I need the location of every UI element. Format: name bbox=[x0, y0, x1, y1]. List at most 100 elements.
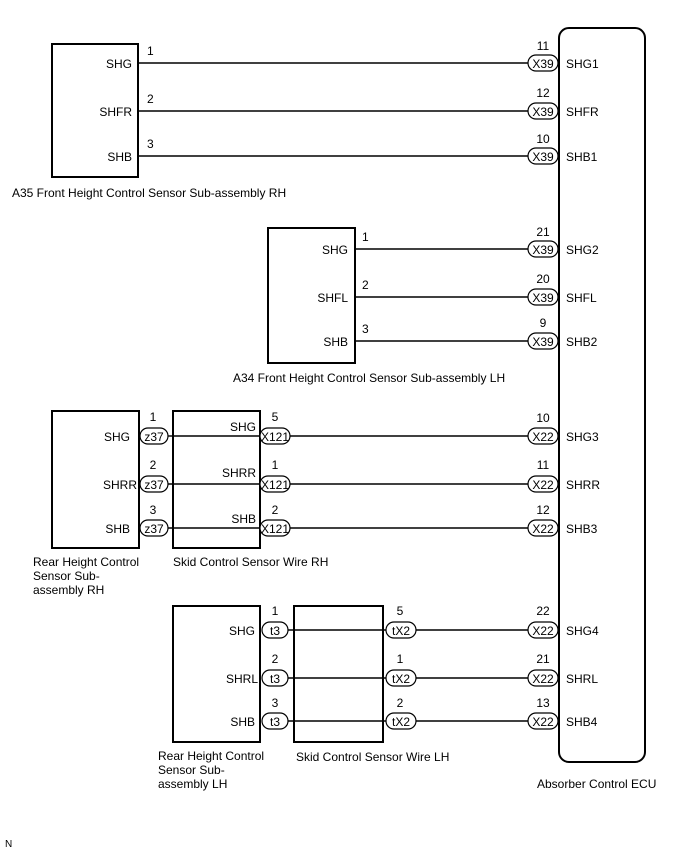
skid-lh-label: Skid Control Sensor Wire LH bbox=[296, 750, 449, 764]
sensor-pin: SHRR bbox=[103, 478, 137, 492]
rear-lh-label-line1: Rear Height Control bbox=[158, 749, 264, 763]
connector-t3 bbox=[261, 621, 289, 639]
connector-x121 bbox=[259, 475, 291, 493]
connector-x22 bbox=[527, 669, 559, 687]
connector-x121 bbox=[259, 427, 291, 445]
ecu-pin-no: 11 bbox=[537, 458, 550, 472]
wire-pin-no: 5 bbox=[272, 410, 279, 424]
connector-tx2 bbox=[385, 669, 417, 687]
ecu-connector-code: X22 bbox=[532, 430, 554, 444]
rear-rh-label-line1: Rear Height Control bbox=[33, 555, 139, 569]
sensor-pin-no: 1 bbox=[147, 44, 154, 58]
sensor-pin: SHB bbox=[230, 715, 255, 729]
ecu-pin: SHFR bbox=[566, 105, 599, 119]
connector-x39 bbox=[527, 102, 559, 120]
ecu-pin: SHB1 bbox=[566, 150, 598, 164]
ecu-connector-code: X22 bbox=[532, 624, 554, 638]
wire-pin-no: 1 bbox=[397, 652, 404, 666]
ecu-pin-no: 20 bbox=[536, 272, 550, 286]
wire-connector-code: X121 bbox=[261, 522, 289, 536]
rear-lh-label-line2: Sensor Sub- bbox=[158, 763, 225, 777]
ecu-label: Absorber Control ECU bbox=[537, 777, 656, 791]
a35-label: A35 Front Height Control Sensor Sub-asse… bbox=[12, 186, 286, 200]
ecu-connector-code: X39 bbox=[532, 243, 554, 257]
footer-mark: N bbox=[5, 839, 12, 850]
sensor-pin: SHB bbox=[105, 522, 130, 536]
connector-x39 bbox=[527, 288, 559, 306]
ecu-pin-no: 12 bbox=[536, 86, 550, 100]
sensor-pin-no: 3 bbox=[147, 137, 154, 151]
a35-sensor-box bbox=[51, 43, 139, 178]
ecu-pin: SHG2 bbox=[566, 243, 599, 257]
connector-z37 bbox=[139, 519, 169, 537]
connector-x22 bbox=[527, 427, 559, 445]
skid-rh-label: Skid Control Sensor Wire RH bbox=[173, 555, 328, 569]
ecu-pin: SHB3 bbox=[566, 522, 598, 536]
connector-z37 bbox=[139, 427, 169, 445]
sensor-pin: SHG bbox=[104, 430, 130, 444]
sensor-pin: SHRL bbox=[226, 672, 258, 686]
wire-pin-no: 2 bbox=[272, 503, 279, 517]
wire-pin: SHRR bbox=[222, 466, 256, 480]
ecu-pin: SHFL bbox=[566, 291, 597, 305]
wire-connector-code: tX2 bbox=[392, 624, 410, 638]
wire-pin-no: 1 bbox=[272, 458, 279, 472]
sensor-pin: SHG bbox=[106, 57, 132, 71]
sensor-pin: SHG bbox=[322, 243, 348, 257]
sensor-pin: SHFL bbox=[317, 291, 348, 305]
sensor-pin-no: 3 bbox=[150, 503, 157, 517]
ecu-connector-code: X22 bbox=[532, 672, 554, 686]
ecu-pin-no: 11 bbox=[537, 39, 550, 53]
skid-rh-wire-box bbox=[172, 410, 261, 549]
sensor-connector-code: t3 bbox=[270, 672, 280, 686]
wire-connector-code: X121 bbox=[261, 430, 289, 444]
rear-rh-label-line2: Sensor Sub- bbox=[33, 569, 100, 583]
ecu-connector-code: X22 bbox=[532, 715, 554, 729]
sensor-pin-no: 1 bbox=[272, 604, 279, 618]
connector-x39 bbox=[527, 54, 559, 72]
ecu-pin-no: 13 bbox=[536, 696, 550, 710]
sensor-pin-no: 2 bbox=[150, 458, 157, 472]
wire-pin: SHG bbox=[230, 420, 256, 434]
wire-connector-code: tX2 bbox=[392, 715, 410, 729]
ecu-pin-no: 10 bbox=[536, 411, 550, 425]
connector-x39 bbox=[527, 240, 559, 258]
sensor-pin-no: 2 bbox=[362, 278, 369, 292]
ecu-connector-code: X39 bbox=[532, 57, 554, 71]
ecu-pin: SHG3 bbox=[566, 430, 599, 444]
connector-tx2 bbox=[385, 621, 417, 639]
ecu-pin: SHB4 bbox=[566, 715, 598, 729]
connector-x22 bbox=[527, 712, 559, 730]
ecu-pin-no: 22 bbox=[536, 604, 550, 618]
ecu-pin-no: 21 bbox=[536, 225, 550, 239]
ecu-connector-code: X39 bbox=[532, 335, 554, 349]
wire-pin-no: 5 bbox=[397, 604, 404, 618]
sensor-pin-no: 3 bbox=[362, 322, 369, 336]
sensor-pin-no: 1 bbox=[150, 410, 157, 424]
connector-x22 bbox=[527, 475, 559, 493]
connector-x39 bbox=[527, 147, 559, 165]
wire-connector-code: tX2 bbox=[392, 672, 410, 686]
sensor-pin: SHB bbox=[107, 150, 132, 164]
ecu-pin: SHG4 bbox=[566, 624, 599, 638]
ecu-connector-code: X22 bbox=[532, 478, 554, 492]
connector-tx2 bbox=[385, 712, 417, 730]
ecu-pin-no: 12 bbox=[536, 503, 550, 517]
sensor-pin: SHG bbox=[229, 624, 255, 638]
a34-sensor-box bbox=[267, 227, 356, 364]
sensor-connector-code: z37 bbox=[144, 430, 164, 444]
connector-x39 bbox=[527, 332, 559, 350]
ecu-pin: SHRR bbox=[566, 478, 600, 492]
ecu-connector-code: X22 bbox=[532, 522, 554, 536]
sensor-connector-code: z37 bbox=[144, 522, 164, 536]
sensor-connector-code: t3 bbox=[270, 715, 280, 729]
sensor-pin-no: 3 bbox=[272, 696, 279, 710]
absorber-control-ecu-box bbox=[558, 27, 646, 763]
connector-t3 bbox=[261, 669, 289, 687]
sensor-pin-no: 2 bbox=[147, 92, 154, 106]
sensor-pin: SHB bbox=[323, 335, 348, 349]
ecu-pin-no: 21 bbox=[536, 652, 550, 666]
ecu-pin-no: 10 bbox=[536, 132, 550, 146]
connector-t3 bbox=[261, 712, 289, 730]
